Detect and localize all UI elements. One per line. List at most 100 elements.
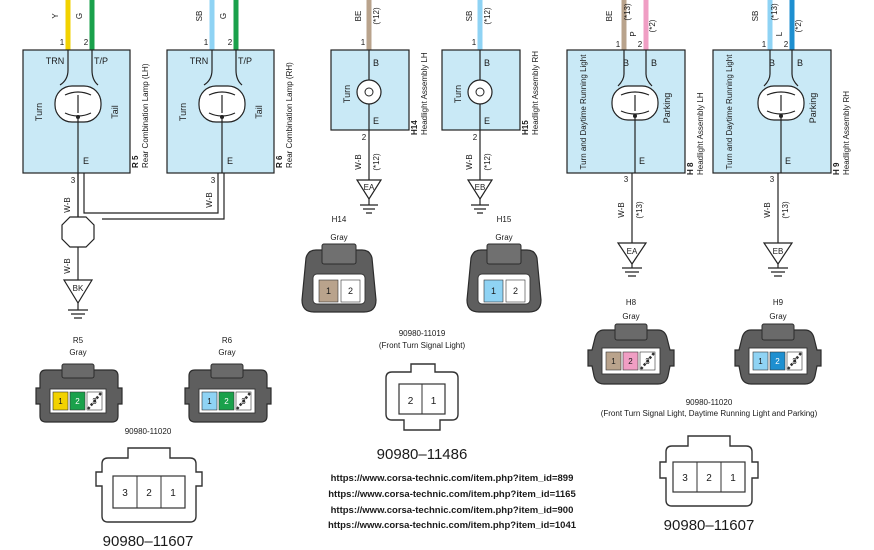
conn-h8-pin2-label: 2 [628, 357, 633, 366]
conn-h15-color: Gray [495, 233, 512, 242]
h15-wire-color: SB [465, 11, 474, 22]
conn-h8-title: H8 [626, 298, 637, 307]
h14-ground-wire-color: W-B [354, 154, 363, 169]
r6-label-tp: T/P [238, 56, 252, 66]
headlight-rh-turn: SB (*12) 1 B Turn E H15 Headlight Assemb… [441, 0, 540, 214]
drl-mating-part-number: 90980–11607 [664, 517, 755, 534]
h15-component-code: H15 [521, 120, 530, 135]
rear-mating-connector: 3 2 1 [95, 447, 203, 523]
r5-pin1-num: 1 [60, 38, 65, 47]
h9-wire2-color: L [775, 31, 784, 36]
h9-wire1-color: SB [751, 11, 760, 22]
conn-r5-pin1-label: 1 [58, 397, 63, 406]
link-item-1041[interactable]: https://www.corsa-technic.com/item.php?i… [328, 520, 577, 531]
r6-bulb-icon [198, 85, 246, 123]
conn-r5-color: Gray [69, 348, 86, 357]
r5-pin2-num: 2 [84, 38, 89, 47]
h8-pin-e: E [639, 156, 645, 166]
r6-component-code: R 6 [275, 155, 284, 168]
rear-housing-part-number: 90980-11020 [125, 427, 172, 436]
conn-h9-pin2 [769, 351, 786, 371]
conn-h8-pin1-label: 1 [611, 357, 616, 366]
r5-component-name: Rear Combination Lamp (LH) [141, 63, 150, 168]
conn-h8-pin2 [622, 351, 639, 371]
conn-r6-pin2-label: 2 [224, 397, 229, 406]
conn-h8-pin3-label: 3 [645, 357, 650, 366]
h9-pin-e: E [785, 156, 791, 166]
front-turn-mating-connector: 2 1 [385, 363, 459, 431]
h8-ground-pin: 3 [624, 175, 629, 184]
h8-wire2-color: P [629, 31, 638, 36]
conn-r5-pin2-label: 2 [75, 397, 80, 406]
r5-wire2-color: G [75, 13, 84, 19]
h14-ground-note: (*12) [372, 153, 381, 171]
conn-r6-pin1-label: 1 [207, 397, 212, 406]
conn-h14-title: H14 [332, 215, 347, 224]
drl-mating-pin-a: 3 [682, 473, 688, 484]
conn-h9-pin3-label: 3 [792, 357, 797, 366]
h8-bulb-parking: Parking [662, 93, 672, 124]
h8-wire1-color: BE [605, 11, 614, 22]
r6-bulb-tail: Tail [254, 105, 264, 119]
conn-h9-pin1 [752, 351, 769, 371]
h9-ground-pin: 3 [770, 175, 775, 184]
h9-ground-point: EB [773, 247, 784, 256]
drl-caption: (Front Turn Signal Light, Daytime Runnin… [601, 409, 818, 418]
ground-bk-label: BK [73, 284, 84, 293]
h14-pin1-num: 1 [361, 38, 366, 47]
h8-bulb-drl-label: Turn and Daytime Running Light [579, 54, 588, 170]
h9-wire2-note: (*2) [794, 19, 803, 32]
h9-bulb-parking: Parking [808, 93, 818, 124]
r5-label-tp: T/P [94, 56, 108, 66]
rear-mating-pin-c: 1 [170, 488, 176, 499]
r5-ground-wire-color: W-B [63, 197, 72, 212]
r6-wire2-color: G [219, 13, 228, 19]
rear-lamp-rh: SB G 1 2 TRN T/P Turn Tail E R 6 Rear Co… [166, 0, 294, 174]
r6-ground-pin: 3 [211, 176, 216, 185]
drl-mating-connector: 3 2 1 [659, 435, 759, 507]
front-turn-housing-part-number: 90980-11019 [399, 329, 446, 338]
conn-h8-color: Gray [622, 312, 639, 321]
r5-bulb-tail: Tail [110, 105, 120, 119]
r5-ground-pin: 3 [71, 176, 76, 185]
conn-r5-pin2 [69, 391, 86, 411]
h14-wire-note: (*12) [372, 7, 381, 25]
r5-wire1-color: Y [51, 13, 60, 19]
link-item-1165[interactable]: https://www.corsa-technic.com/item.php?i… [328, 489, 576, 500]
r6-pin-e: E [227, 156, 233, 166]
h8-wire2-note: (*2) [648, 19, 657, 32]
h8-component-name: Headlight Assembly LH [696, 92, 705, 175]
conn-r6-color: Gray [218, 348, 235, 357]
r5-component-code: R 5 [131, 155, 140, 168]
h9-pin1-num: 1 [762, 40, 767, 49]
h8-ground-ea-icon [616, 242, 648, 266]
h15-ground-point: EB [475, 183, 486, 192]
h15-pin1-num: 1 [472, 38, 477, 47]
link-item-899[interactable]: https://www.corsa-technic.com/item.php?i… [331, 473, 574, 484]
h15-ground-pin: 2 [473, 133, 478, 142]
conn-h14-pin1-label: 1 [326, 286, 331, 296]
h14-component-name: Headlight Assembly LH [420, 52, 429, 135]
h8-pin1-num: 1 [616, 40, 621, 49]
link-item-900[interactable]: https://www.corsa-technic.com/item.php?i… [331, 505, 574, 516]
rear-mating-pin-b: 2 [146, 488, 152, 499]
h15-wire-note: (*12) [483, 7, 492, 25]
front-turn-mating-part-number: 90980–11486 [377, 446, 468, 463]
rear-ground-wiring: 3 3 W-B W-B W-B BK [61, 173, 225, 319]
conn-h15-pin2 [505, 279, 526, 303]
ground-ea-icon [355, 179, 383, 201]
h14-wire-color: BE [354, 11, 363, 22]
front-turn-mating-pin-b: 1 [431, 396, 437, 407]
h9-pin2-num: 2 [784, 40, 789, 49]
headlight-lh-turn: BE (*12) 1 B Turn E H14 Headlight Assemb… [330, 0, 429, 214]
h9-ground-wire-color: W-B [763, 202, 772, 217]
h15-bulb-label: Turn [453, 85, 463, 103]
h8-bulb-icon [611, 85, 659, 121]
splice-junction-icon [61, 216, 95, 248]
h9-bulb-drl-label: Turn and Daytime Running Light [725, 54, 734, 170]
r6-pin1-num: 1 [204, 38, 209, 47]
h8-component-code: H 8 [686, 162, 695, 175]
conn-r6-pin3-label: 3 [241, 397, 246, 406]
h8-ground-point: EA [627, 247, 638, 256]
h14-bulb-label: Turn [342, 85, 352, 103]
